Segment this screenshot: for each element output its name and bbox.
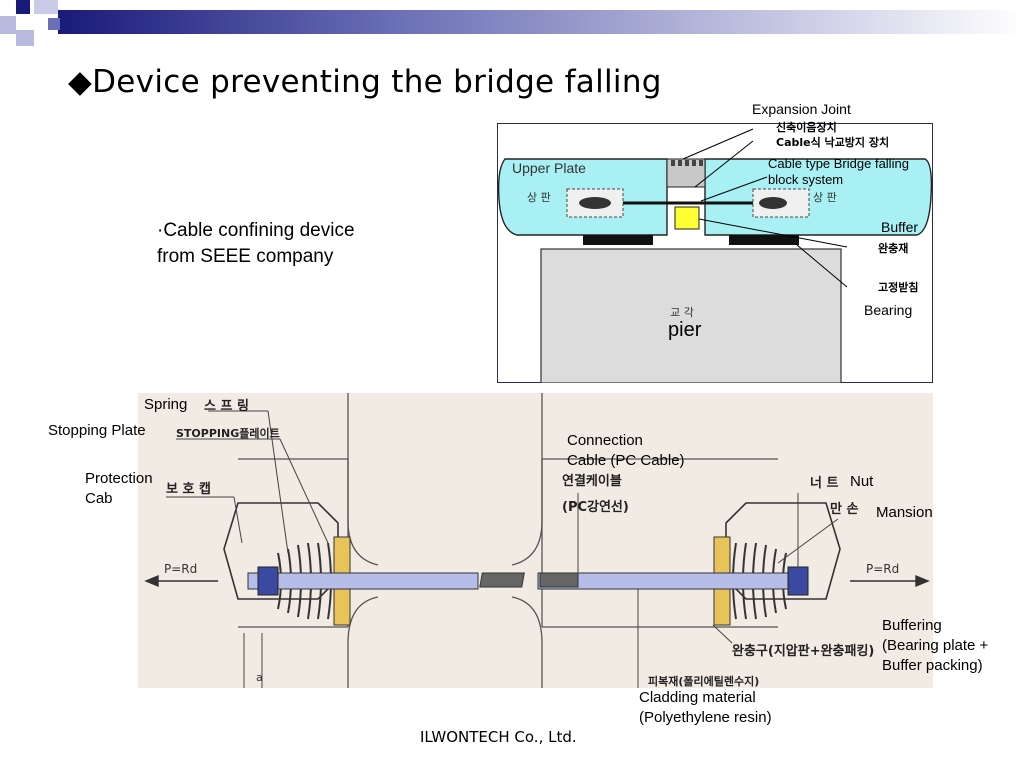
- stopping-plate-label: Stopping Plate: [48, 422, 146, 439]
- buffering-line-2: (Bearing plate +: [882, 637, 989, 654]
- connection-cable-line-1: Connection: [567, 432, 643, 449]
- buffering-line-1: Buffering: [882, 617, 942, 634]
- bearing-label: Bearing: [864, 302, 913, 318]
- cable-rod-left: [247, 572, 479, 590]
- nut-left: [257, 566, 279, 596]
- cable-system-kor-label: Cable식 낙교방지 장치: [776, 136, 890, 149]
- upper-plate-label: Upper Plate: [512, 160, 586, 176]
- connection-cable-line-2: Cable (PC Cable): [567, 452, 685, 469]
- bullet-line-2: from SEEE company: [157, 246, 334, 267]
- bullet-text: ·Cable confining device from SEEE compan…: [157, 218, 355, 270]
- bearing-right: [729, 235, 799, 245]
- nut-label: Nut: [850, 473, 874, 490]
- protection-cab-label: Protection Cab: [85, 469, 153, 509]
- protection-cab-line-2: Cab: [85, 490, 113, 507]
- header-square-dark: [16, 0, 30, 14]
- connection-cable-label: Connection Cable (PC Cable): [567, 431, 685, 471]
- dim-a-label: a: [256, 671, 263, 684]
- pier-label: pier: [668, 319, 702, 341]
- cable-device-drawing: P=Rd P=Rd a 스 프 링 STOPPING플레이트 보 호 캡 연결케…: [138, 393, 933, 688]
- footer-company: ILWONTECH Co., Ltd.: [420, 728, 577, 746]
- buffer-kor-label: 완충재: [878, 242, 909, 255]
- slide-title: ◆Device preventing the bridge falling: [68, 64, 662, 100]
- nut-right: [787, 566, 809, 596]
- cladding-line-1: Cladding material: [639, 689, 756, 706]
- bridge-section-diagram: 교 각 상 판 상 판: [497, 123, 933, 383]
- protection-cab-line-1: Protection: [85, 470, 153, 487]
- force-left-label: P=Rd: [164, 562, 197, 576]
- mansion-kor-label: 만 손: [830, 501, 858, 517]
- buffering-line-3: Buffer packing): [882, 657, 983, 674]
- connection-cable-kor-label-2: (PC강연선): [562, 499, 629, 515]
- bullet-line-1: ·Cable confining device: [157, 220, 355, 241]
- force-right-label: P=Rd: [866, 562, 899, 576]
- spring-kor-label: 스 프 링: [204, 399, 249, 414]
- upper-plate-kor-right: 상 판: [813, 191, 837, 204]
- cladding-kor-label: 피복재(폴리에틸렌수지): [648, 674, 759, 688]
- expansion-joint-kor-label: 신축이음장치: [776, 121, 837, 134]
- buffering-label: Buffering (Bearing plate + Buffer packin…: [882, 616, 988, 676]
- nut-kor-label: 너 트: [810, 475, 838, 491]
- stopping-plate-kor-label: STOPPING플레이트: [176, 426, 280, 440]
- bearing-kor-label: 고정받침: [878, 281, 919, 294]
- buffer-label: Buffer: [881, 219, 919, 235]
- expansion-joint-label: Expansion Joint: [752, 101, 851, 117]
- buffering-kor-label: 완충구(지압판+완충패킹): [732, 643, 874, 659]
- pier-kor-label: 교 각: [670, 306, 694, 319]
- pier-block: [540, 248, 842, 383]
- upper-plate-kor-left: 상 판: [527, 191, 551, 204]
- cladding-line-2: (Polyethylene resin): [639, 709, 772, 726]
- cable-system-label-line1: Cable type Bridge falling: [768, 156, 909, 171]
- buffer-block: [674, 206, 700, 230]
- protection-cab-kor-label: 보 호 캡: [166, 482, 211, 497]
- cable-system-label-line2: block system: [768, 172, 844, 187]
- bearing-left: [583, 235, 653, 245]
- cladding-label: Cladding material (Polyethylene resin): [639, 688, 772, 728]
- mansion-label: Mansion: [876, 504, 933, 521]
- connection-cable-kor-label-1: 연결케이블: [562, 473, 622, 489]
- header-bar: [0, 0, 1024, 46]
- spring-label: Spring: [144, 396, 188, 413]
